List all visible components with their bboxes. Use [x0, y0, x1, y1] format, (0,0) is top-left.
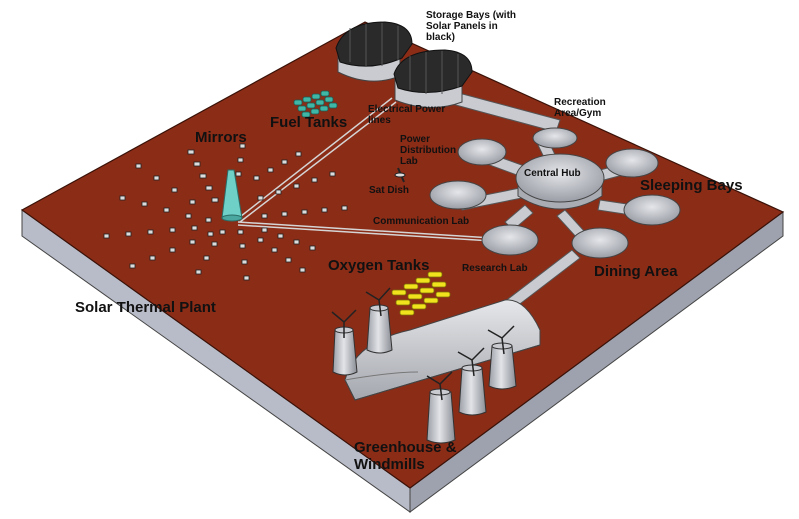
greenhouse — [344, 299, 541, 401]
ground-surface — [20, 21, 785, 489]
label-dining-area: Dining Area — [594, 263, 678, 280]
sat-dish — [394, 167, 406, 183]
label-power-distribution-lab: Power Distribution Lab — [400, 134, 457, 167]
fuel-tanks — [293, 90, 338, 118]
label-mirrors: Mirrors — [195, 129, 247, 146]
windmills — [331, 287, 517, 444]
habitat-pods — [429, 127, 681, 259]
mirror-field — [103, 143, 348, 281]
label-greenhouse-windmills: Greenhouse & Windmills — [354, 439, 457, 473]
label-storage-bays: Storage Bays (with Solar Panels in black… — [426, 10, 517, 43]
label-central-hub: Central Hub — [524, 168, 581, 179]
label-electrical-power-lines: Electrical Power lines — [368, 104, 446, 126]
label-recreation: Recreation Area/Gym — [554, 97, 606, 119]
label-fuel-tanks: Fuel Tanks — [270, 114, 348, 131]
solar-tower — [221, 169, 243, 222]
central-hub — [515, 153, 605, 210]
label-sat-dish: Sat Dish — [369, 185, 410, 196]
label-oxygen-tanks: Oxygen Tanks — [328, 257, 430, 274]
label-solar-thermal-plant: Solar Thermal Plant — [75, 299, 216, 316]
label-sleeping-bays: Sleeping Bays — [640, 177, 743, 194]
label-research-lab: Research Lab — [462, 263, 528, 274]
label-communication-lab: Communication Lab — [373, 216, 470, 227]
storage-bays — [335, 21, 473, 109]
oxygen-tanks — [391, 271, 451, 316]
